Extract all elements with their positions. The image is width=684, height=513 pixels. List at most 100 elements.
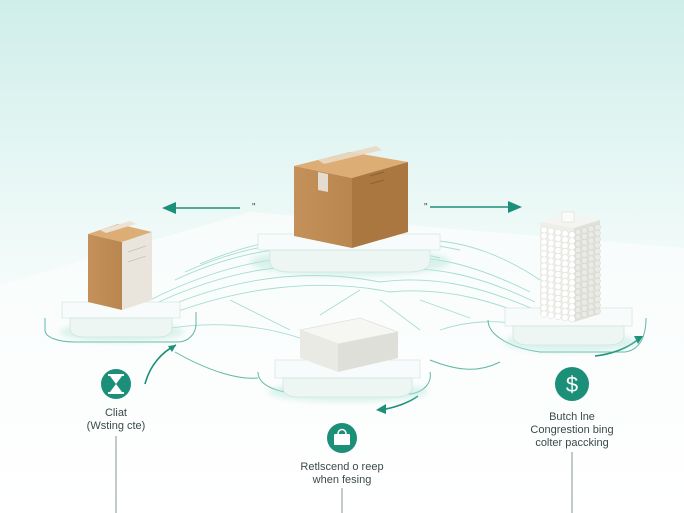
bubble: [581, 293, 588, 300]
bubble: [587, 279, 595, 287]
bubble: [574, 234, 582, 242]
bubble: [540, 310, 548, 318]
bubble: [587, 285, 595, 293]
bubble: [554, 300, 562, 308]
bubble: [540, 244, 548, 252]
bubble: [547, 269, 555, 277]
bubble: [554, 252, 562, 260]
arrowhead-left: [168, 345, 176, 352]
bubble: [594, 223, 601, 231]
bubble: [574, 270, 582, 278]
bubble: [554, 264, 562, 272]
dollar-icon: $: [555, 367, 589, 401]
bubble: [594, 301, 601, 309]
bubble: [568, 255, 576, 263]
bubble: [547, 293, 555, 301]
bubble: [581, 311, 588, 318]
bubble: [581, 299, 588, 306]
bubble: [554, 258, 562, 266]
bubble: [540, 280, 548, 288]
bubble: [587, 303, 595, 311]
dollar-symbol: $: [566, 372, 578, 397]
bubble: [594, 277, 601, 285]
bubble: [568, 243, 576, 251]
bubble: [587, 297, 595, 305]
bubble: [547, 263, 555, 271]
bubble: [561, 302, 569, 310]
bubble: [594, 241, 601, 249]
bubble: [547, 227, 555, 235]
label-right: Butch lne Congrestion bing colter paccki…: [530, 411, 614, 449]
bubble: [574, 288, 582, 296]
bubble: [568, 297, 576, 305]
bubble: [554, 294, 562, 302]
bubble: [594, 307, 601, 315]
bubble: [561, 284, 569, 292]
bubble: [581, 251, 588, 258]
bubble: [561, 290, 569, 298]
bubble: [587, 291, 595, 299]
bubble: [568, 291, 576, 299]
bubble: [574, 294, 582, 302]
bubble: [574, 264, 582, 272]
bubble: [561, 254, 569, 262]
bubble: [594, 271, 601, 279]
bubble: [540, 274, 548, 282]
bubble: [568, 273, 576, 281]
shopping-bag-icon: [327, 423, 357, 453]
bubble: [540, 304, 548, 312]
bubble: [594, 229, 601, 237]
bubble: [561, 236, 569, 244]
leader-lines: [115, 436, 573, 513]
bubble: [581, 287, 588, 294]
bubble: [568, 279, 576, 287]
bubble: [574, 300, 582, 308]
bubble: [547, 311, 555, 319]
bubble: [554, 240, 562, 248]
bubble: [547, 299, 555, 307]
bubble: [554, 306, 562, 314]
bubble: [587, 309, 595, 317]
platform-left: [60, 301, 184, 342]
bubble: [554, 246, 562, 254]
bubble: [594, 235, 601, 243]
bubble: [540, 226, 548, 234]
bubble: [587, 249, 595, 257]
bubble: [554, 276, 562, 284]
bubble: [547, 251, 555, 259]
bubble: [594, 295, 601, 303]
bubble: [540, 238, 548, 246]
bubble: [587, 225, 595, 233]
bubble: [547, 287, 555, 295]
top-arrows: [162, 201, 522, 214]
bubble: [581, 263, 588, 270]
bubble: [568, 267, 576, 275]
bubble: [547, 233, 555, 241]
bubble: [581, 275, 588, 282]
bubble: [568, 303, 576, 311]
bubble: [587, 237, 595, 245]
label-center: Retlscend o reep when fesing: [300, 461, 384, 486]
bubble: [587, 243, 595, 251]
bubble: [568, 249, 576, 257]
bubble: [581, 257, 588, 264]
bubble: [561, 278, 569, 286]
arrow-mark-right: ": [424, 202, 428, 213]
arrow-mark-left: ": [252, 202, 256, 213]
bubble: [568, 237, 576, 245]
bubble: [540, 268, 548, 276]
bubble: [540, 250, 548, 258]
bubble: [540, 298, 548, 306]
bubble: [587, 261, 595, 269]
bubble: [574, 282, 582, 290]
bubble: [561, 296, 569, 304]
foam-block: [298, 317, 400, 372]
bubble: [540, 286, 548, 294]
bubble: [554, 270, 562, 278]
bubble: [561, 260, 569, 268]
bubble: [568, 309, 576, 317]
bubble: [594, 283, 601, 291]
bubble: [581, 269, 588, 276]
bubble: [547, 281, 555, 289]
